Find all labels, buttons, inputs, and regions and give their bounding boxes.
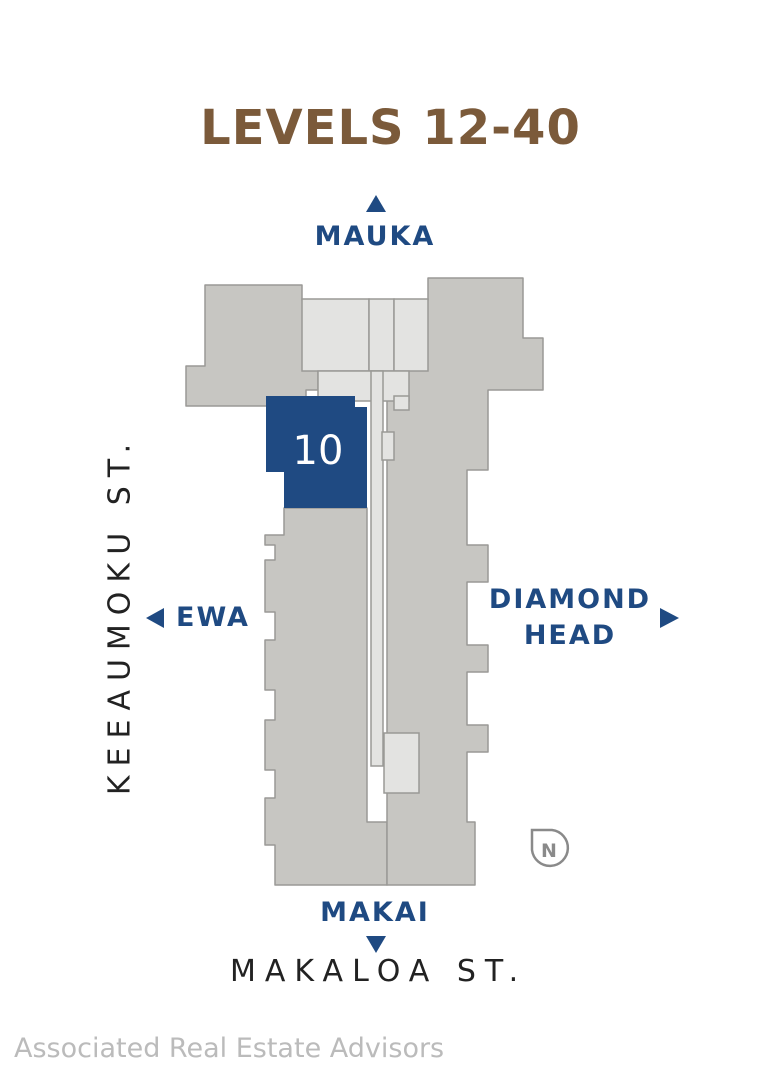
direction-east-label: DIAMOND HEAD — [480, 582, 660, 654]
direction-east-line1: DIAMOND — [488, 584, 652, 615]
floor-level-title: LEVELS 12-40 — [200, 100, 581, 156]
street-label-south: MAKALOA ST. — [230, 954, 528, 989]
building-footprint — [185, 277, 544, 886]
unit-number-label: 10 — [292, 428, 344, 474]
unit-10-highlight[interactable] — [266, 396, 367, 508]
triangle-left-icon — [146, 608, 164, 628]
compass-label: N — [541, 840, 557, 862]
triangle-down-icon — [366, 936, 386, 953]
building-tower-west — [264, 507, 388, 886]
building-wing-northwest — [185, 284, 319, 407]
core-closet — [393, 395, 410, 411]
core-room — [368, 298, 395, 372]
direction-west-label: EWA — [176, 602, 250, 633]
direction-south-label: MAKAI — [320, 897, 430, 928]
triangle-up-icon — [366, 195, 386, 212]
direction-north-label: MAUKA — [314, 221, 436, 252]
core-elevator — [383, 732, 420, 794]
watermark: Associated Real Estate Advisors — [14, 1033, 445, 1064]
core-room — [393, 298, 429, 372]
building-tower-east — [386, 277, 544, 886]
building-core — [301, 298, 429, 794]
core-corridor — [370, 370, 384, 767]
direction-east-line2: HEAD — [523, 620, 617, 651]
street-label-west: KEEAUMOKU ST. — [102, 434, 138, 796]
core-room — [301, 298, 370, 372]
compass-north-icon: N — [530, 828, 570, 868]
core-closet — [381, 431, 395, 461]
triangle-right-icon — [660, 608, 679, 628]
